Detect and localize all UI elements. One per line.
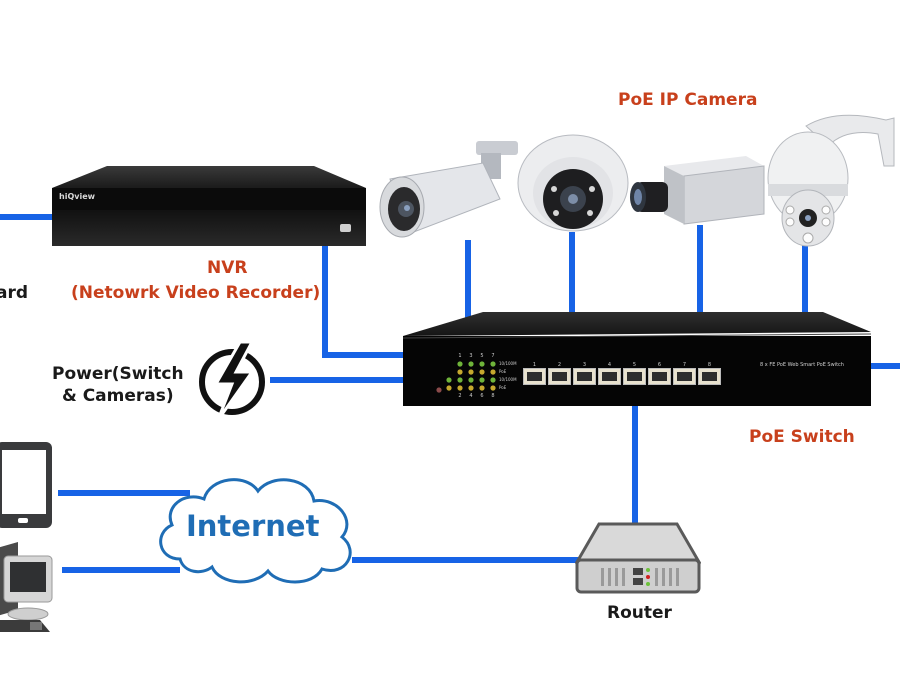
internet-label: Internet — [186, 509, 320, 543]
lightning-bolt-icon — [196, 340, 272, 422]
port-number: 1 — [532, 362, 537, 368]
led-row-label: 10/100M — [499, 377, 517, 382]
led-number: 8 — [491, 393, 495, 399]
tablet-icon — [0, 440, 58, 530]
led-row-label: 10/100M — [499, 361, 517, 366]
port-number: 5 — [632, 362, 637, 368]
power-label: Power(Switch & Cameras) — [52, 363, 184, 407]
port-number: 3 — [582, 362, 587, 368]
switch-port: 3 — [573, 362, 596, 385]
power-label-line2: & Cameras) — [61, 386, 174, 406]
switch-model-text: 8 x FE PoE Web Smart PoE Switch — [760, 362, 844, 368]
port-number: 2 — [557, 362, 562, 368]
led-number: 6 — [480, 393, 484, 399]
led-number: 5 — [480, 353, 484, 359]
switch-port: 1 — [523, 362, 546, 385]
led-row-label: PoE — [499, 369, 507, 374]
partial-left-label: ard — [0, 283, 29, 303]
led-number: 1 — [458, 353, 462, 359]
nvr-brand: hiQview — [59, 192, 96, 201]
switch-port: 7 — [673, 362, 696, 385]
switch-port: 8 — [698, 362, 721, 385]
led-number: 2 — [458, 393, 462, 399]
cameras-label: PoE IP Camera — [618, 90, 758, 110]
router-label: Router — [607, 603, 672, 623]
switch-port-row: 1 2 3 4 5 6 7 8 — [523, 362, 721, 385]
port-number: 6 — [657, 362, 662, 368]
internet-cloud-icon: Internet — [150, 467, 362, 587]
wire-nvr-to-switch — [322, 245, 405, 358]
switch-port: 6 — [648, 362, 671, 385]
router-icon — [574, 522, 702, 594]
switch-port: 5 — [623, 362, 646, 385]
desktop-computer-icon — [0, 540, 66, 635]
switch-port: 4 — [598, 362, 621, 385]
nvr-device: hiQview — [52, 164, 367, 248]
led-rows — [436, 361, 496, 393]
ptz-camera-icon — [766, 106, 900, 248]
bullet-camera-icon — [378, 135, 523, 245]
switch-port: 2 — [548, 362, 571, 385]
led-row-label: PoE — [499, 385, 507, 390]
port-number: 7 — [682, 362, 687, 368]
switch-label: PoE Switch — [749, 427, 855, 447]
led-number: 3 — [469, 353, 473, 359]
port-number: 4 — [607, 362, 612, 368]
nvr-sublabel: (Netowrk Video Recorder) — [71, 283, 321, 303]
power-label-line1: Power(Switch — [52, 364, 184, 384]
dome-camera-icon — [516, 133, 630, 235]
led-number: 7 — [491, 353, 495, 359]
box-camera-icon — [628, 152, 766, 228]
switch-led-panel: 1 3 5 7 10/100M PoE 10/100M PoE 2 4 6 8 — [431, 353, 541, 400]
poe-switch-device: 1 3 5 7 10/100M PoE 10/100M PoE 2 4 6 8 — [403, 312, 873, 408]
port-number: 8 — [707, 362, 712, 368]
led-number: 4 — [469, 393, 473, 399]
nvr-label: NVR — [207, 258, 248, 278]
